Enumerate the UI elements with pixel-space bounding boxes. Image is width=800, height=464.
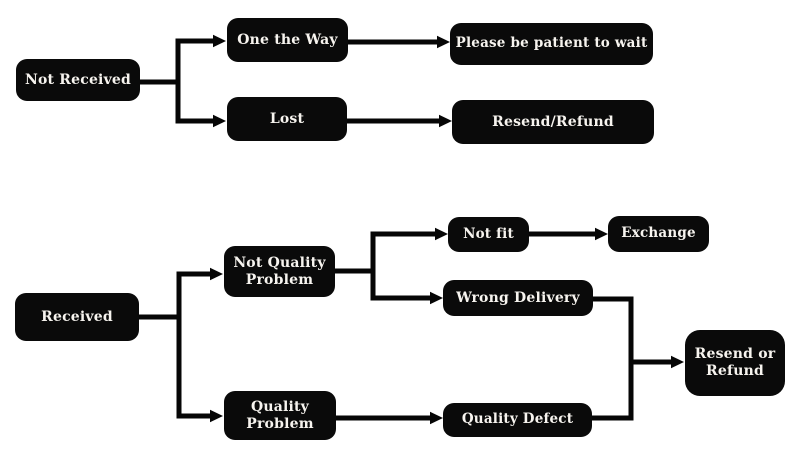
node-not-quality-problem: Not Quality Problem [224, 246, 335, 297]
node-label: Resend or Refund [694, 346, 776, 379]
node-please-be-patient: Please be patient to wait [450, 23, 653, 65]
node-not-received: Not Received [16, 59, 140, 101]
node-resend-refund: Resend/Refund [452, 100, 654, 144]
node-quality-problem: Quality Problem [224, 391, 336, 440]
node-label: Received [41, 308, 113, 325]
node-lost: Lost [227, 97, 347, 141]
edge-not-received-split [175, 38, 214, 124]
node-label: Quality Defect [461, 411, 574, 428]
arrowhead-to-quality-problem [210, 409, 223, 423]
node-not-fit: Not fit [448, 217, 529, 252]
node-label: Please be patient to wait [455, 35, 648, 52]
node-label: One the Way [237, 31, 338, 48]
arrowhead-to-resend-or-refund [671, 355, 684, 369]
node-label: Resend/Refund [492, 113, 614, 130]
node-received: Received [15, 293, 139, 341]
edge-received-split [176, 271, 211, 419]
node-label: Quality Problem [246, 398, 314, 432]
node-quality-defect: Quality Defect [443, 403, 592, 437]
node-exchange: Exchange [608, 216, 709, 252]
arrowhead-to-one-the-way [213, 34, 226, 48]
node-label: Not Quality Problem [233, 254, 326, 288]
arrowhead-to-quality-defect [430, 411, 443, 425]
node-wrong-delivery: Wrong Delivery [443, 280, 593, 316]
arrowhead-to-not-quality-problem [210, 267, 223, 281]
node-label: Lost [269, 110, 305, 127]
node-label: Wrong Delivery [456, 289, 580, 306]
arrowhead-to-resend-refund [439, 114, 452, 128]
node-label: Not Received [25, 71, 131, 88]
node-resend-or-refund: Resend or Refund [685, 330, 785, 396]
node-label: Exchange [621, 225, 696, 242]
node-label: Not fit [463, 225, 514, 242]
arrowhead-to-wrong-delivery [430, 291, 443, 305]
arrowhead-to-please-wait [437, 35, 450, 49]
arrowhead-to-not-fit [435, 227, 448, 241]
arrowhead-to-exchange [595, 227, 608, 241]
edge-not-quality-problem-split [370, 231, 436, 301]
arrowhead-to-lost [213, 114, 226, 128]
edge-merge-line [592, 296, 634, 421]
node-one-the-way: One the Way [227, 18, 348, 62]
